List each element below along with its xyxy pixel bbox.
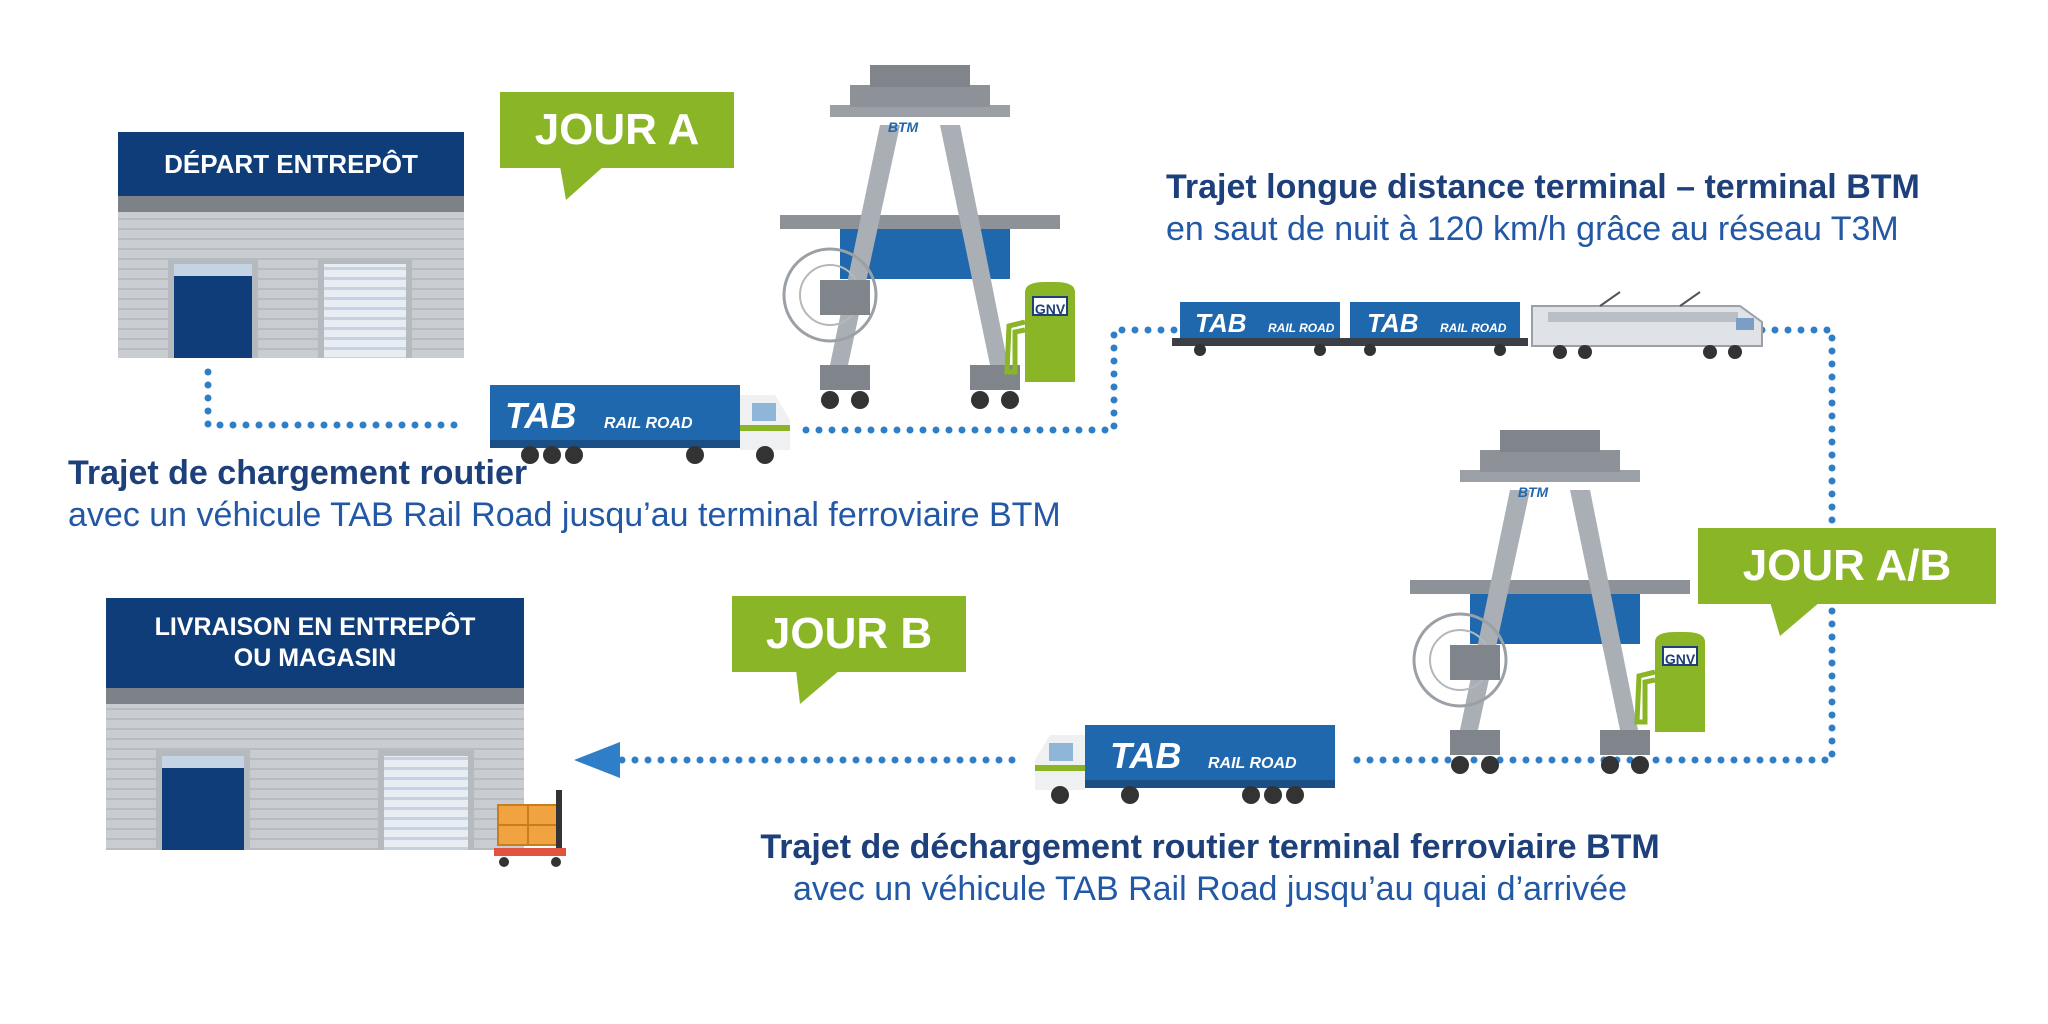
leg-unloading-label: Trajet de déchargement routier terminal …: [740, 826, 1680, 910]
leg-long-distance-desc: en saut de nuit à 120 km/h grâce au rése…: [1166, 210, 1899, 248]
warehouse-arrival: [106, 598, 524, 850]
truck1-brand-tab: TAB: [505, 395, 576, 436]
leg-unloading-title: Trajet de déchargement routier terminal …: [760, 828, 1660, 866]
arrival-arrowhead: [574, 742, 620, 778]
leg-long-distance-title: Trajet longue distance terminal – termin…: [1166, 168, 1920, 206]
train-wagon2-tab: TAB: [1367, 308, 1419, 338]
gantry-crane-1: [778, 63, 1062, 411]
badge-jour-ab: JOUR A/B: [1742, 541, 1952, 590]
train-wagon1-tab: TAB: [1195, 308, 1247, 338]
badge-jour-b-shape: [732, 596, 966, 704]
warehouse-depart-title: DÉPART ENTREPÔT: [164, 149, 418, 179]
warehouse-depart: [118, 132, 464, 358]
badge-jour-b: JOUR B: [765, 609, 933, 658]
warehouse-arrival-title-line2: OU MAGASIN: [233, 644, 397, 672]
leg-unloading-desc: avec un véhicule TAB Rail Road jusqu’au …: [792, 870, 1628, 908]
fuel-pump-1: [1007, 282, 1075, 382]
crane-logo-2: BTM: [1518, 484, 1549, 500]
leg-loading-desc: avec un véhicule TAB Rail Road jusqu’au …: [68, 496, 1061, 534]
pallet-jack-icon: [494, 790, 566, 867]
leg-loading-title: Trajet de chargement routier: [68, 454, 528, 492]
warehouse-arrival-title: LIVRAISON EN ENTREPÔT OU MAGASIN: [106, 612, 524, 674]
train-wagon2-railroad: RAIL ROAD: [1440, 321, 1507, 335]
leg-loading-label: Trajet de chargement routier avec un véh…: [68, 452, 1061, 536]
gantry-crane-2: [1408, 428, 1692, 776]
truck2-brand-railroad: RAIL ROAD: [1208, 755, 1297, 772]
truck2-brand-tab: TAB: [1110, 735, 1181, 776]
truck1-brand-railroad: RAIL ROAD: [604, 415, 693, 432]
fuel-pump-2: [1637, 632, 1705, 732]
train: [1172, 291, 1763, 359]
badge-jour-a-shape: [500, 92, 734, 200]
badge-jour-ab-shape: [1698, 528, 1996, 636]
warehouse-arrival-title-line1: LIVRAISON EN ENTREPÔT: [154, 613, 476, 641]
fuel-label-2: GNV: [1665, 651, 1696, 667]
badge-jour-a: JOUR A: [534, 105, 700, 154]
train-wagon1-railroad: RAIL ROAD: [1268, 321, 1335, 335]
fuel-label-1: GNV: [1035, 301, 1066, 317]
crane-logo-1: BTM: [888, 119, 919, 135]
leg-long-distance-label: Trajet longue distance terminal – termin…: [1166, 166, 1920, 250]
